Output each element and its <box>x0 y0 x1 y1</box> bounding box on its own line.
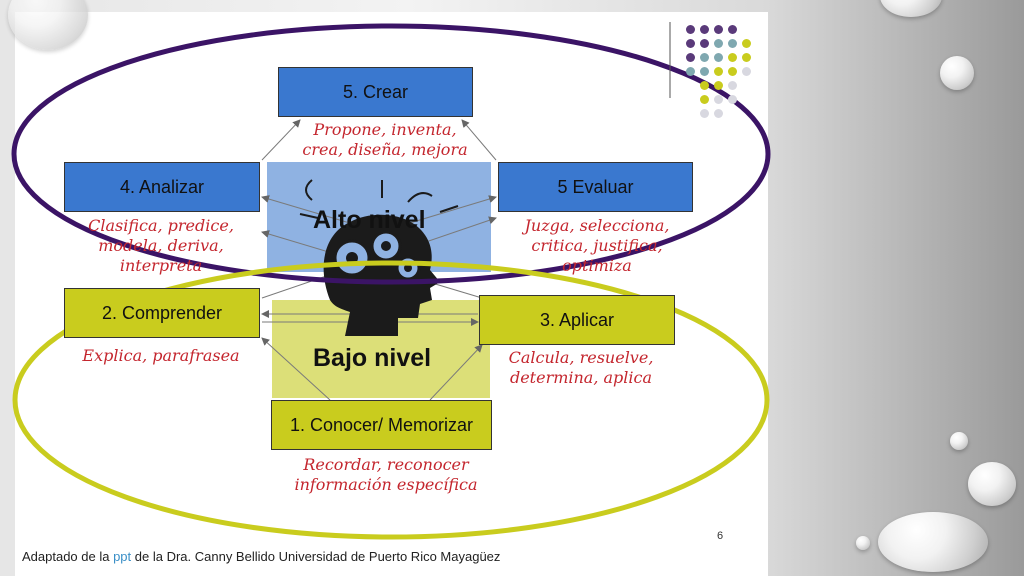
water-drop-icon <box>968 462 1016 506</box>
decor-dot <box>714 95 723 104</box>
level-comprender-box: 2. Comprender <box>64 288 260 338</box>
level-evaluar-box: 5 Evaluar <box>498 162 693 212</box>
decor-dot <box>700 81 709 90</box>
level-crear-box: 5. Crear <box>278 67 473 117</box>
water-drop-icon <box>878 512 988 572</box>
decor-dot <box>714 81 723 90</box>
decor-dot <box>728 39 737 48</box>
level-evaluar-label: 5 Evaluar <box>557 176 634 197</box>
decor-dot <box>686 67 695 76</box>
verb-line: determina, aplica <box>509 368 653 387</box>
arrow-evaluar-crear <box>461 119 497 161</box>
decor-dot <box>714 67 723 76</box>
water-drop-icon <box>856 536 870 550</box>
decor-dot <box>714 39 723 48</box>
decor-dot <box>742 67 751 76</box>
verb-line: Calcula, resuelve, <box>508 348 654 367</box>
water-drop-icon <box>880 0 942 17</box>
bajo-nivel-label: Bajo nivel <box>313 344 432 372</box>
decor-dot <box>728 95 737 104</box>
verb-line: Recordar, reconocer <box>303 455 469 474</box>
level-analizar-box: 4. Analizar <box>64 162 260 212</box>
footer-link[interactable]: ppt <box>113 549 132 564</box>
page-number: 6 <box>717 530 724 542</box>
verb-line: crea, diseña, mejora <box>302 140 468 159</box>
alto-nivel-label: Alto nivel <box>313 206 426 234</box>
verb-line: Propone, inventa, <box>313 120 457 139</box>
decor-dot <box>714 25 723 34</box>
decor-dot <box>742 39 751 48</box>
verbs-analizar: Clasifica, predice, modela, deriva, inte… <box>66 216 256 276</box>
decor-dot <box>700 95 709 104</box>
level-aplicar-label: 3. Aplicar <box>539 309 615 330</box>
verb-line: interpreta <box>119 256 203 275</box>
verb-line: Clasifica, predice, <box>88 216 234 235</box>
verbs-aplicar: Calcula, resuelve, determina, aplica <box>486 348 676 388</box>
footer-prefix: Adaptado de la <box>22 549 114 564</box>
verbs-conocer: Recordar, reconocer información específi… <box>276 455 496 495</box>
decor-dot <box>714 53 723 62</box>
footer-suffix: de la Dra. Canny Bellido Universidad de … <box>131 549 501 564</box>
bajo-nivel-ellipse <box>12 260 770 540</box>
level-conocer-box: 1. Conocer/ Memorizar <box>271 400 492 450</box>
decor-dot <box>728 25 737 34</box>
verb-line: optimiza <box>562 256 632 275</box>
level-aplicar-box: 3. Aplicar <box>479 295 675 345</box>
decor-dot <box>728 53 737 62</box>
arrow-analizar-crear <box>261 119 301 161</box>
decor-dot <box>686 39 695 48</box>
verb-line: modela, deriva, <box>98 236 224 255</box>
decor-dot <box>700 67 709 76</box>
water-drop-icon <box>950 432 968 450</box>
alto-nivel-ellipse <box>11 23 771 285</box>
verb-line: información específica <box>294 475 478 494</box>
level-crear-label: 5. Crear <box>342 81 409 102</box>
verb-line: Explica, parafrasea <box>82 346 240 365</box>
verb-line: critica, justifica, <box>531 236 663 255</box>
decor-dot <box>700 109 709 118</box>
level-comprender-label: 2. Comprender <box>101 302 223 323</box>
level-conocer-label: 1. Conocer/ Memorizar <box>289 414 474 435</box>
decor-dot <box>700 53 709 62</box>
verbs-crear: Propone, inventa, crea, diseña, mejora <box>285 120 485 160</box>
decor-dot <box>700 25 709 34</box>
decor-dot <box>700 39 709 48</box>
water-drop-icon <box>940 56 974 90</box>
arrow-conocer-aplicar <box>429 344 483 401</box>
verbs-evaluar: Juzga, selecciona, critica, justifica, o… <box>502 216 692 276</box>
decor-dot <box>728 67 737 76</box>
decor-dot <box>686 53 695 62</box>
decor-dot <box>686 25 695 34</box>
verb-line: Juzga, selecciona, <box>524 216 670 235</box>
decor-dot <box>742 53 751 62</box>
decor-dot <box>714 109 723 118</box>
level-analizar-label: 4. Analizar <box>119 176 205 197</box>
footer-credit: Adaptado de la ppt de la Dra. Canny Bell… <box>22 549 500 564</box>
head-gears-icon <box>299 179 459 336</box>
decor-dot <box>728 81 737 90</box>
verbs-comprender: Explica, parafrasea <box>66 346 256 366</box>
arrow-conocer-comprender <box>261 337 331 401</box>
